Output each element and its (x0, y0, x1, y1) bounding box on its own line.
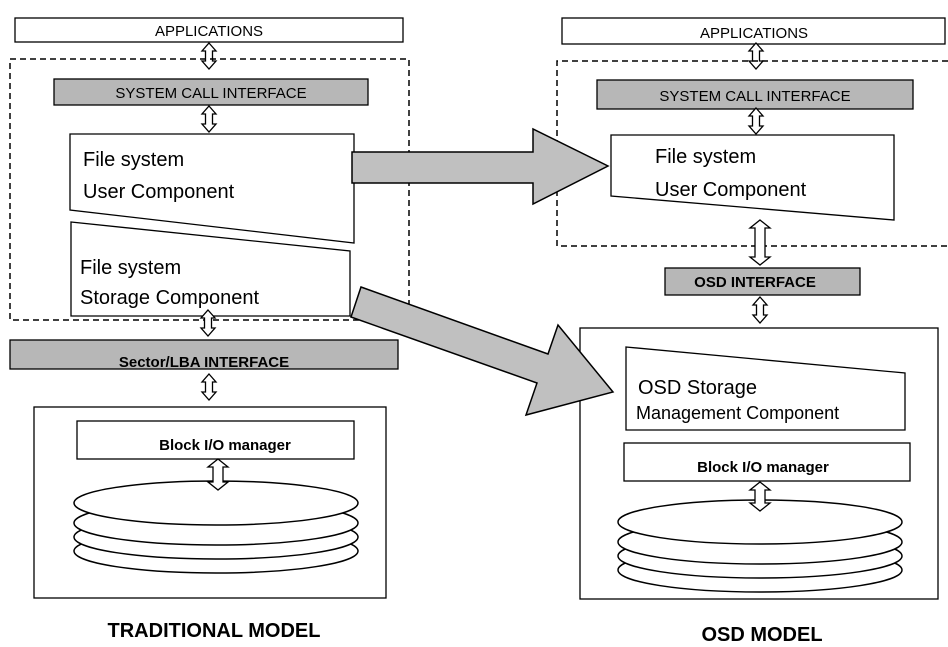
double-arrow-icon (201, 42, 217, 70)
osd-interface-label: OSD INTERFACE (694, 274, 816, 291)
fs-user-component-box (69, 133, 355, 244)
double-arrow-icon (748, 219, 772, 266)
osd-model: APPLICATIONS SYSTEM CALL INTERFACE File … (556, 17, 948, 646)
osd-storage-line2: Management Component (636, 403, 839, 423)
fs-user-line1: File system (655, 146, 756, 168)
migration-arrow-icon (350, 286, 615, 417)
sector-lba-interface-label: Sector/LBA INTERFACE (119, 354, 289, 371)
double-arrow-icon (752, 296, 768, 324)
applications-label: APPLICATIONS (155, 23, 263, 40)
double-arrow-icon (748, 42, 764, 70)
double-arrow-icon (201, 373, 217, 401)
block-io-manager-label: Block I/O manager (159, 437, 291, 454)
block-io-manager-box (623, 442, 911, 482)
fs-user-line2: User Component (655, 179, 807, 201)
applications-box (14, 17, 404, 43)
fs-user-line1: File system (83, 149, 184, 171)
migration-arrow-icon (351, 127, 610, 206)
applications-label: APPLICATIONS (700, 25, 808, 42)
double-arrow-icon (201, 105, 217, 133)
fs-storage-line1: File system (80, 257, 181, 279)
fs-user-line2: User Component (83, 181, 235, 203)
system-call-interface-label: SYSTEM CALL INTERFACE (659, 88, 850, 105)
system-call-interface-box (596, 79, 914, 110)
sector-lba-interface-box (9, 339, 399, 370)
traditional-model: APPLICATIONS SYSTEM CALL INTERFACE File … (9, 17, 410, 642)
osd-interface-box (664, 267, 861, 296)
system-call-interface-label: SYSTEM CALL INTERFACE (115, 85, 306, 102)
system-call-interface-box (53, 78, 369, 106)
disk-stack-icon (73, 480, 359, 574)
double-arrow-icon (748, 107, 764, 135)
fs-user-component-box (610, 134, 895, 221)
osd-storage-mgmt-box (625, 346, 906, 431)
applications-box (561, 17, 946, 45)
traditional-model-caption: TRADITIONAL MODEL (108, 620, 321, 642)
double-arrow-icon (206, 458, 230, 491)
fs-storage-component-box (70, 221, 351, 317)
double-arrow-icon (748, 481, 772, 512)
block-io-manager-box (76, 420, 355, 460)
disk-stack-icon (617, 499, 903, 593)
osd-storage-line1: OSD Storage (638, 377, 757, 399)
fs-storage-line2: Storage Component (80, 287, 259, 309)
osd-model-caption: OSD MODEL (701, 624, 822, 646)
block-io-manager-label: Block I/O manager (697, 459, 829, 476)
